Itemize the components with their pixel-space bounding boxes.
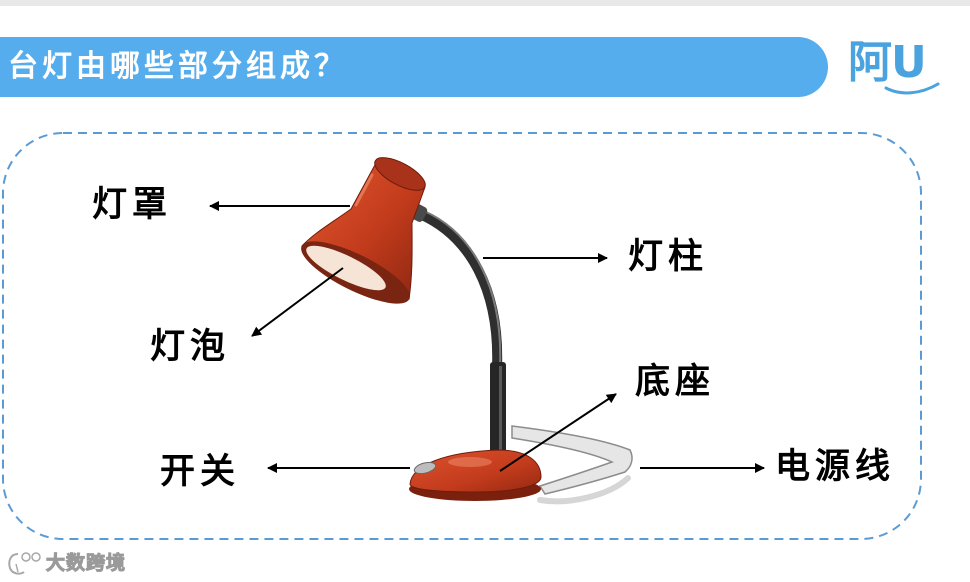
lamp-post-highlight [499, 366, 502, 454]
lamp-gooseneck-arm [420, 214, 497, 368]
lamp-base-highlight [448, 457, 492, 467]
watermark-icon-eye-left [22, 553, 30, 561]
label-lamp-post: 灯柱 [628, 238, 708, 276]
watermark-icon-mark [16, 564, 18, 572]
watermark-text: 大数跨境 [46, 552, 126, 574]
label-power-cord: 电源线 [775, 448, 895, 486]
arrow-bulb [252, 268, 343, 336]
watermark-icon-eye-right [32, 553, 40, 561]
label-bulb: 灯泡 [150, 328, 230, 366]
label-lampshade: 灯罩 [92, 186, 172, 224]
label-base: 底座 [635, 363, 715, 401]
watermark: 大数跨境 [4, 548, 144, 578]
watermark-mascot-icon [4, 548, 44, 578]
label-switch: 开关 [160, 453, 240, 491]
lamp-post [490, 362, 506, 458]
